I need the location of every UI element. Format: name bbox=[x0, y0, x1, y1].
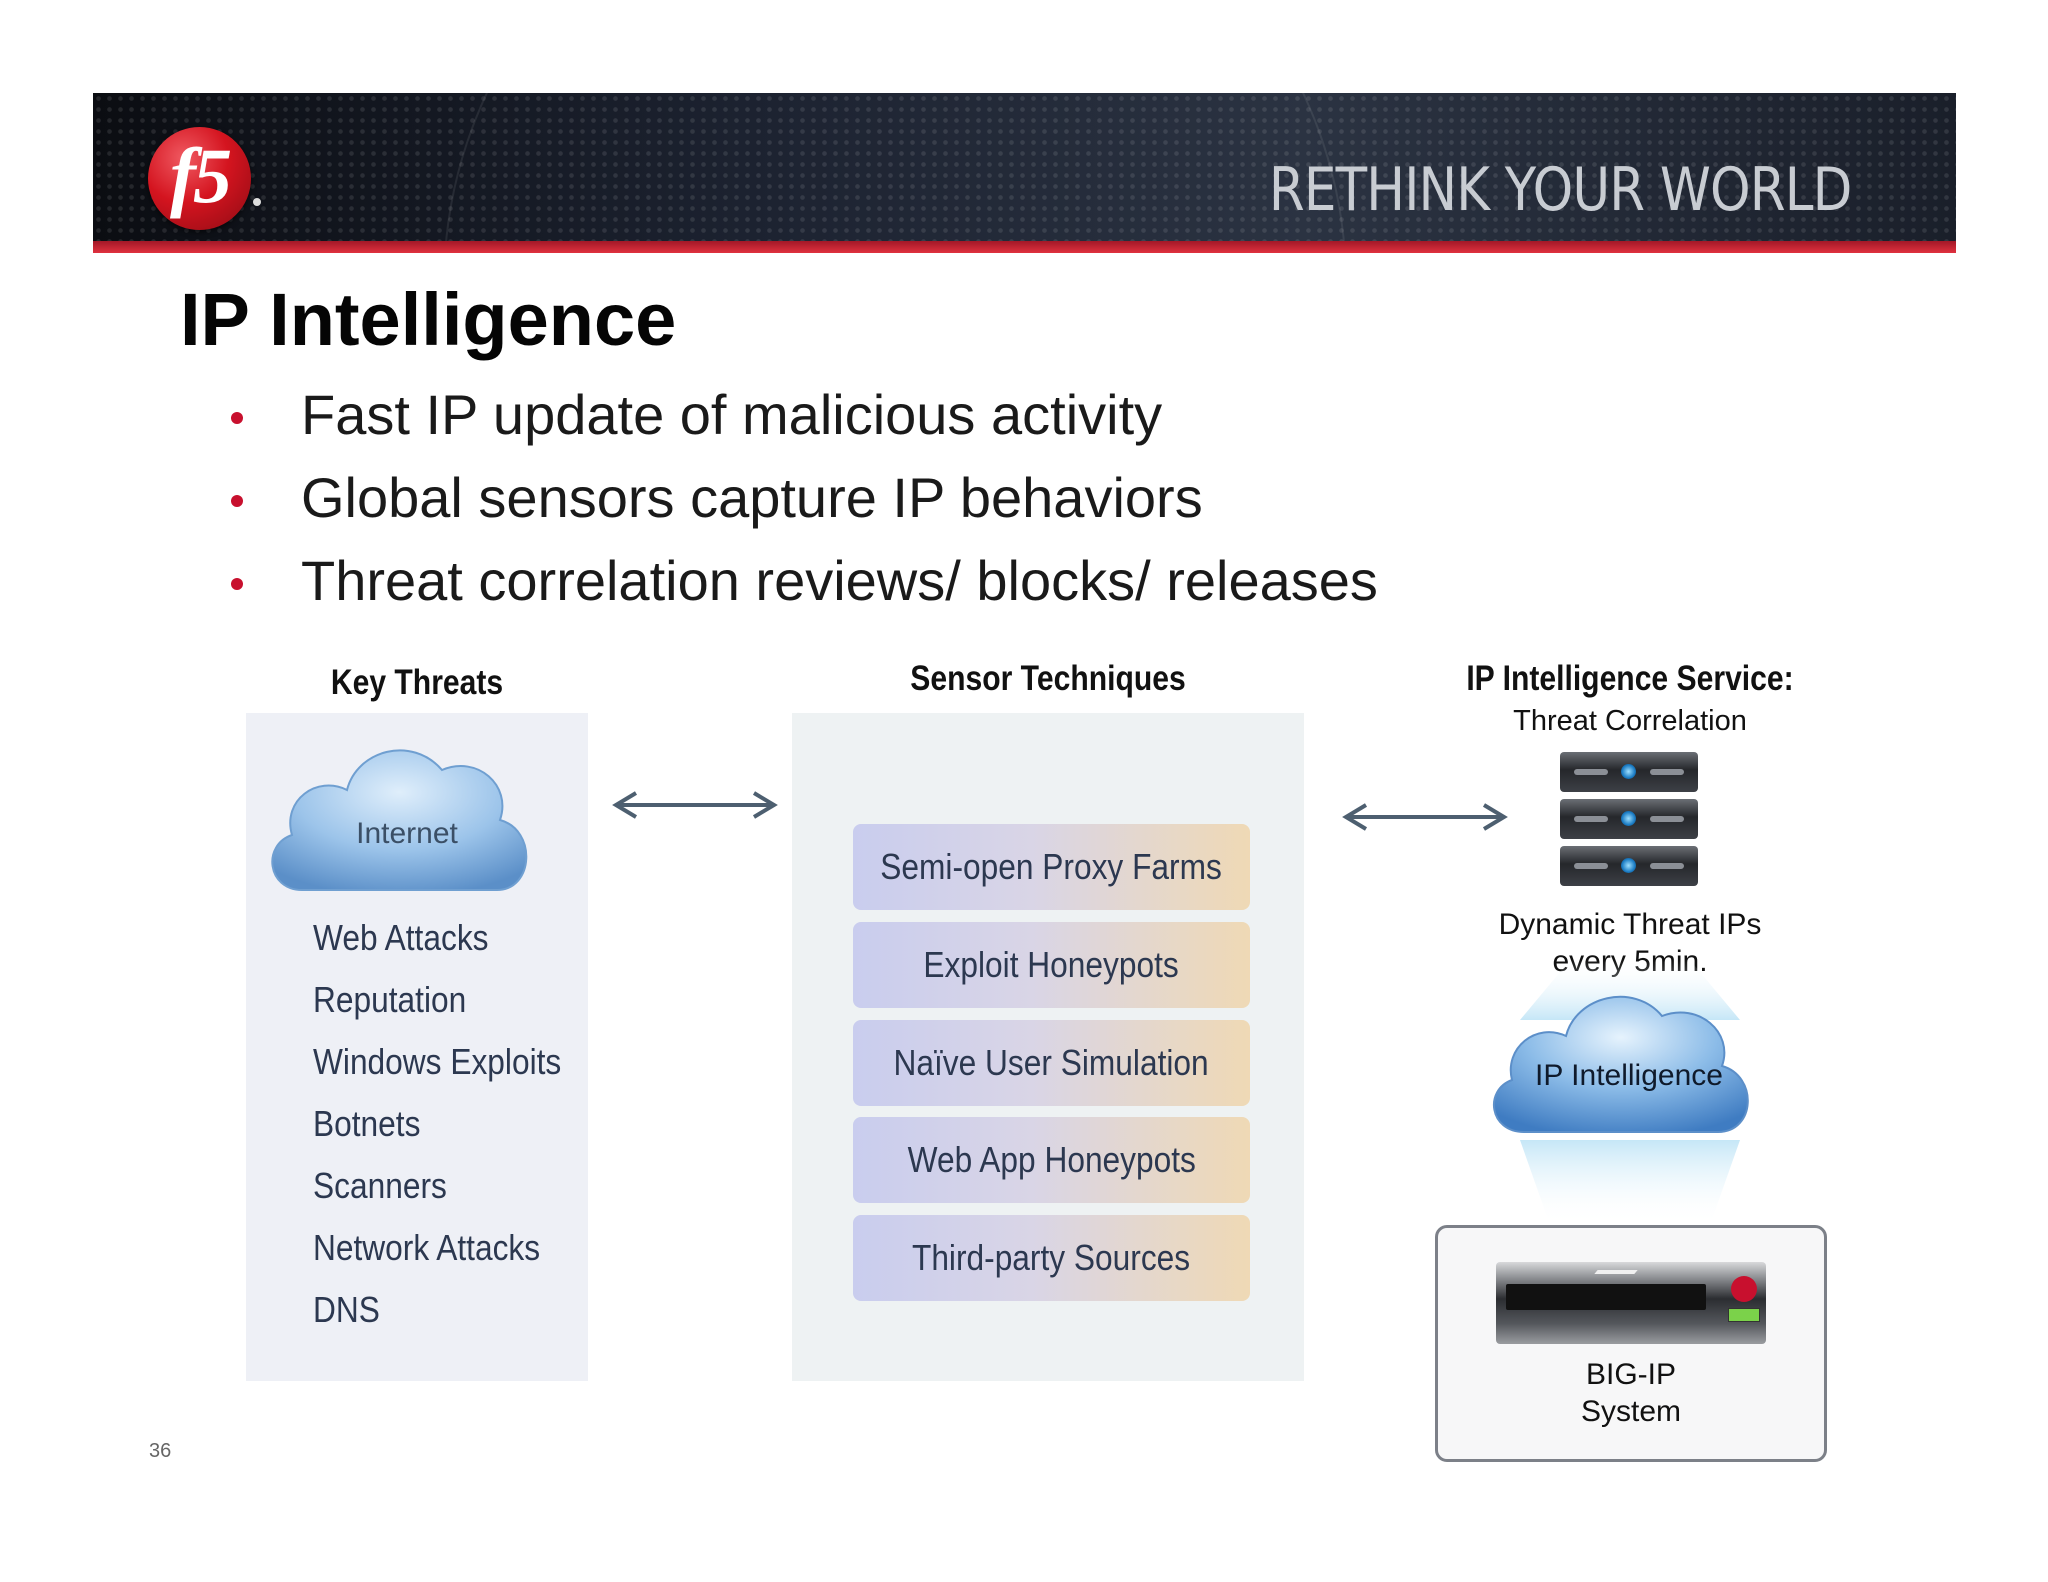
banner-tagline: RETHINK YOUR WORLD bbox=[1269, 155, 1853, 225]
server-icon bbox=[1560, 752, 1698, 792]
threat-item: Reputation bbox=[313, 979, 467, 1020]
key-threats-heading: Key Threats bbox=[330, 663, 504, 702]
bullet-item: Threat correlation reviews/ blocks/ rele… bbox=[225, 546, 1378, 629]
bullet-dot-icon bbox=[231, 495, 243, 507]
ip-intelligence-cloud-label: IP Intelligence bbox=[1535, 1059, 1723, 1092]
sensor-technique-label: Third-party Sources bbox=[912, 1237, 1191, 1278]
sensor-technique-label: Web App Honeypots bbox=[907, 1139, 1196, 1180]
bullet-dot-icon bbox=[231, 578, 243, 590]
ip-intelligence-cloud-icon: IP Intelligence bbox=[1492, 995, 1749, 1133]
ip-intelligence-service-heading: IP Intelligence Service: bbox=[1466, 659, 1794, 698]
internet-cloud-icon: Internet bbox=[271, 749, 528, 891]
bullet-list: Fast IP update of malicious activity Glo… bbox=[225, 380, 1378, 629]
double-arrow-icon bbox=[1342, 803, 1508, 831]
threat-item: DNS bbox=[313, 1289, 380, 1330]
sensor-techniques-heading: Sensor Techniques bbox=[910, 659, 1186, 698]
bullet-item: Global sensors capture IP behaviors bbox=[225, 463, 1378, 546]
banner-red-stripe bbox=[93, 241, 1956, 253]
logo-trademark-dot bbox=[253, 198, 261, 206]
dynamic-threat-label-line1: Dynamic Threat IPs bbox=[1498, 908, 1762, 941]
sensor-technique-box: Semi-open Proxy Farms bbox=[853, 824, 1250, 910]
threat-item: Web Attacks bbox=[313, 917, 489, 958]
threat-item: Network Attacks bbox=[313, 1227, 541, 1268]
sensor-technique-box: Naïve User Simulation bbox=[853, 1020, 1250, 1106]
page-number: 36 bbox=[149, 1440, 172, 1462]
internet-cloud-label: Internet bbox=[356, 817, 458, 850]
bullet-dot-icon bbox=[231, 412, 243, 424]
sensor-technique-label: Semi-open Proxy Farms bbox=[880, 846, 1223, 887]
big-ip-appliance-icon bbox=[1496, 1262, 1766, 1344]
f5-logo: f5 bbox=[148, 127, 251, 230]
bullet-text: Global sensors capture IP behaviors bbox=[301, 466, 1203, 529]
big-ip-system-label: BIG-IP System bbox=[1435, 1356, 1827, 1430]
header-banner bbox=[93, 93, 1956, 253]
threat-item: Scanners bbox=[313, 1165, 447, 1206]
double-arrow-icon bbox=[612, 791, 778, 819]
threat-correlation-subheading: Threat Correlation bbox=[1513, 705, 1747, 737]
big-ip-label-line1: BIG-IP bbox=[1585, 1358, 1676, 1391]
f5-logo-text: f5 bbox=[170, 131, 232, 219]
big-ip-label-line2: System bbox=[1580, 1395, 1682, 1428]
server-icon bbox=[1560, 799, 1698, 839]
banner-globe-graphic bbox=[443, 93, 1347, 253]
threat-item: Windows Exploits bbox=[313, 1041, 562, 1082]
bullet-item: Fast IP update of malicious activity bbox=[225, 380, 1378, 463]
sensor-technique-box: Web App Honeypots bbox=[853, 1117, 1250, 1203]
server-icon bbox=[1560, 846, 1698, 886]
sensor-technique-label: Naïve User Simulation bbox=[893, 1042, 1210, 1083]
sensor-technique-box: Third-party Sources bbox=[853, 1215, 1250, 1301]
threat-item: Botnets bbox=[313, 1103, 421, 1144]
bullet-text: Threat correlation reviews/ blocks/ rele… bbox=[301, 549, 1378, 612]
page-title: IP Intelligence bbox=[180, 278, 677, 361]
light-beam-graphic bbox=[1520, 960, 1740, 1225]
bullet-text: Fast IP update of malicious activity bbox=[301, 383, 1163, 446]
sensor-technique-box: Exploit Honeypots bbox=[853, 922, 1250, 1008]
sensor-technique-label: Exploit Honeypots bbox=[923, 944, 1180, 985]
